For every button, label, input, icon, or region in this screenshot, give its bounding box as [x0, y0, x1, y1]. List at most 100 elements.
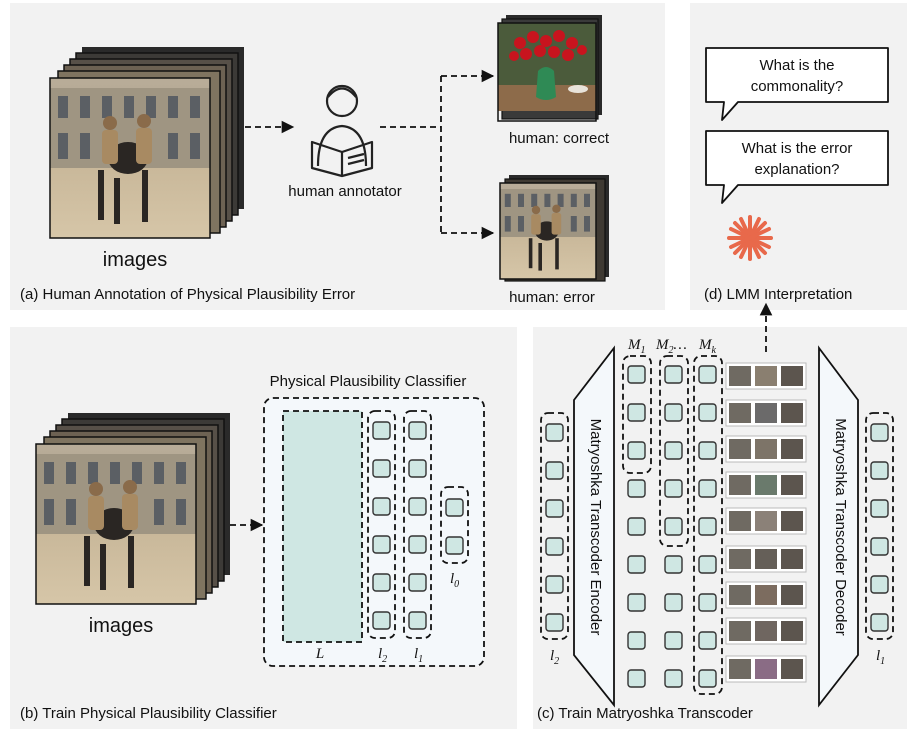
latent-col2-cell-1: [664, 403, 683, 422]
l2-cell-5: [372, 611, 391, 630]
l2-cell-3: [372, 535, 391, 554]
layer-l1-group: [403, 410, 432, 639]
llm-sparkle-icon: [727, 215, 773, 261]
latent-col1-cell-8: [627, 669, 646, 688]
out-cell-3: [870, 537, 889, 556]
m2-group: [659, 355, 689, 547]
input-label: l2: [550, 648, 559, 667]
out-cell-0: [870, 423, 889, 442]
latent-col1-cell-2: [627, 441, 646, 460]
error-label: human: error: [509, 289, 595, 306]
latent-col3-cell-5: [698, 555, 717, 574]
speech-bubble-error-explanation: What is the error explanation?: [705, 130, 889, 204]
classifier-title: Physical Plausibility Classifier: [270, 373, 467, 390]
latent-col3-cell-1: [698, 403, 717, 422]
l1-cell-2: [408, 497, 427, 516]
image-stack-a: [49, 47, 244, 239]
m1-group: [622, 355, 652, 474]
activation-thumb-6: [755, 585, 777, 605]
activation-thumb-3: [755, 475, 777, 495]
l2-cell-2: [372, 497, 391, 516]
images-label-b: images: [89, 615, 153, 637]
l1-cell-0: [408, 421, 427, 440]
l2-cell-4: [372, 573, 391, 592]
l0-cell-0: [445, 498, 464, 517]
in-cell-5: [545, 613, 564, 632]
error-image-stack: [499, 175, 609, 282]
l1-cell-3: [408, 535, 427, 554]
correct-label: human: correct: [509, 130, 610, 147]
in-cell-2: [545, 499, 564, 518]
label-l0: l0: [450, 571, 459, 590]
input-l2-group: [540, 412, 569, 640]
latent-col2-cell-3: [664, 479, 683, 498]
latent-col1-cell-4: [627, 517, 646, 536]
layer-l0-cells: [445, 498, 464, 555]
caption-b: (b) Train Physical Plausibility Classifi…: [20, 705, 277, 722]
latent-col2-cell-4: [664, 517, 683, 536]
latent-col3-cell-0: [698, 365, 717, 384]
decoder-shape: [818, 345, 859, 708]
latent-col1-cell-6: [627, 593, 646, 612]
output-l1-cells: [870, 423, 889, 632]
layer-l2-cells: [372, 421, 391, 630]
out-cell-2: [870, 499, 889, 518]
q1-line1: What is the: [759, 57, 834, 74]
caption-a: (a) Human Annotation of Physical Plausib…: [20, 286, 355, 303]
decoder-label: Matryoshka Transcoder Decoder: [832, 418, 849, 636]
annotator-label: human annotator: [288, 183, 401, 200]
encoder-label: Matryoshka Transcoder Encoder: [587, 419, 604, 636]
activation-thumb-7: [755, 621, 777, 641]
caption-d: (d) LMM Interpretation: [704, 286, 852, 303]
l1-cell-5: [408, 611, 427, 630]
m2-label: M2…: [655, 337, 687, 356]
latent-col2-cell-2: [664, 441, 683, 460]
image-b-photo: [36, 444, 196, 604]
m1-label: M1: [627, 337, 646, 356]
out-cell-4: [870, 575, 889, 594]
image-stack-b: [35, 413, 230, 605]
images-label-a: images: [103, 249, 167, 271]
latent-col1-cell-1: [627, 403, 646, 422]
latent-col2-cell-5: [664, 555, 683, 574]
activation-thumb-1: [755, 403, 777, 423]
latent-col1-cell-5: [627, 555, 646, 574]
latent-col3-cell-4: [698, 517, 717, 536]
latent-col3-cell-6: [698, 593, 717, 612]
latent-col3-cell-3: [698, 479, 717, 498]
latent-col3-cell-8: [698, 669, 717, 688]
layer-L-block: [283, 411, 362, 642]
in-cell-3: [545, 537, 564, 556]
latent-col3-cell-2: [698, 441, 717, 460]
q2-line1: What is the error: [742, 140, 853, 157]
label-L: L: [315, 646, 324, 662]
latent-col2-cell-8: [664, 669, 683, 688]
in-cell-0: [545, 423, 564, 442]
activation-thumb-8: [755, 659, 777, 679]
layer-l2-group: [367, 410, 396, 639]
in-cell-1: [545, 461, 564, 480]
layer-L-outline: [282, 410, 363, 643]
activation-image-strips: [725, 362, 807, 683]
latent-col2-cell-7: [664, 631, 683, 650]
label-l1: l1: [414, 646, 423, 665]
out-cell-5: [870, 613, 889, 632]
encoder-shape: [573, 345, 615, 708]
latent-col2-cell-0: [664, 365, 683, 384]
l2-cell-0: [372, 421, 391, 440]
output-l1-group: [865, 412, 894, 640]
l1-cell-4: [408, 573, 427, 592]
latent-col1-cell-0: [627, 365, 646, 384]
activation-thumb-2: [755, 439, 777, 459]
correct-image-stack: [497, 15, 602, 122]
person-reading-icon: [310, 84, 374, 178]
layer-l1-cells: [408, 421, 427, 630]
in-cell-4: [545, 575, 564, 594]
caption-c: (c) Train Matryoshka Transcoder: [537, 705, 753, 722]
arrow-annotator-split: [380, 69, 495, 240]
l2-cell-1: [372, 459, 391, 478]
q1-line2: commonality?: [751, 78, 844, 95]
latent-col1-cell-3: [627, 479, 646, 498]
